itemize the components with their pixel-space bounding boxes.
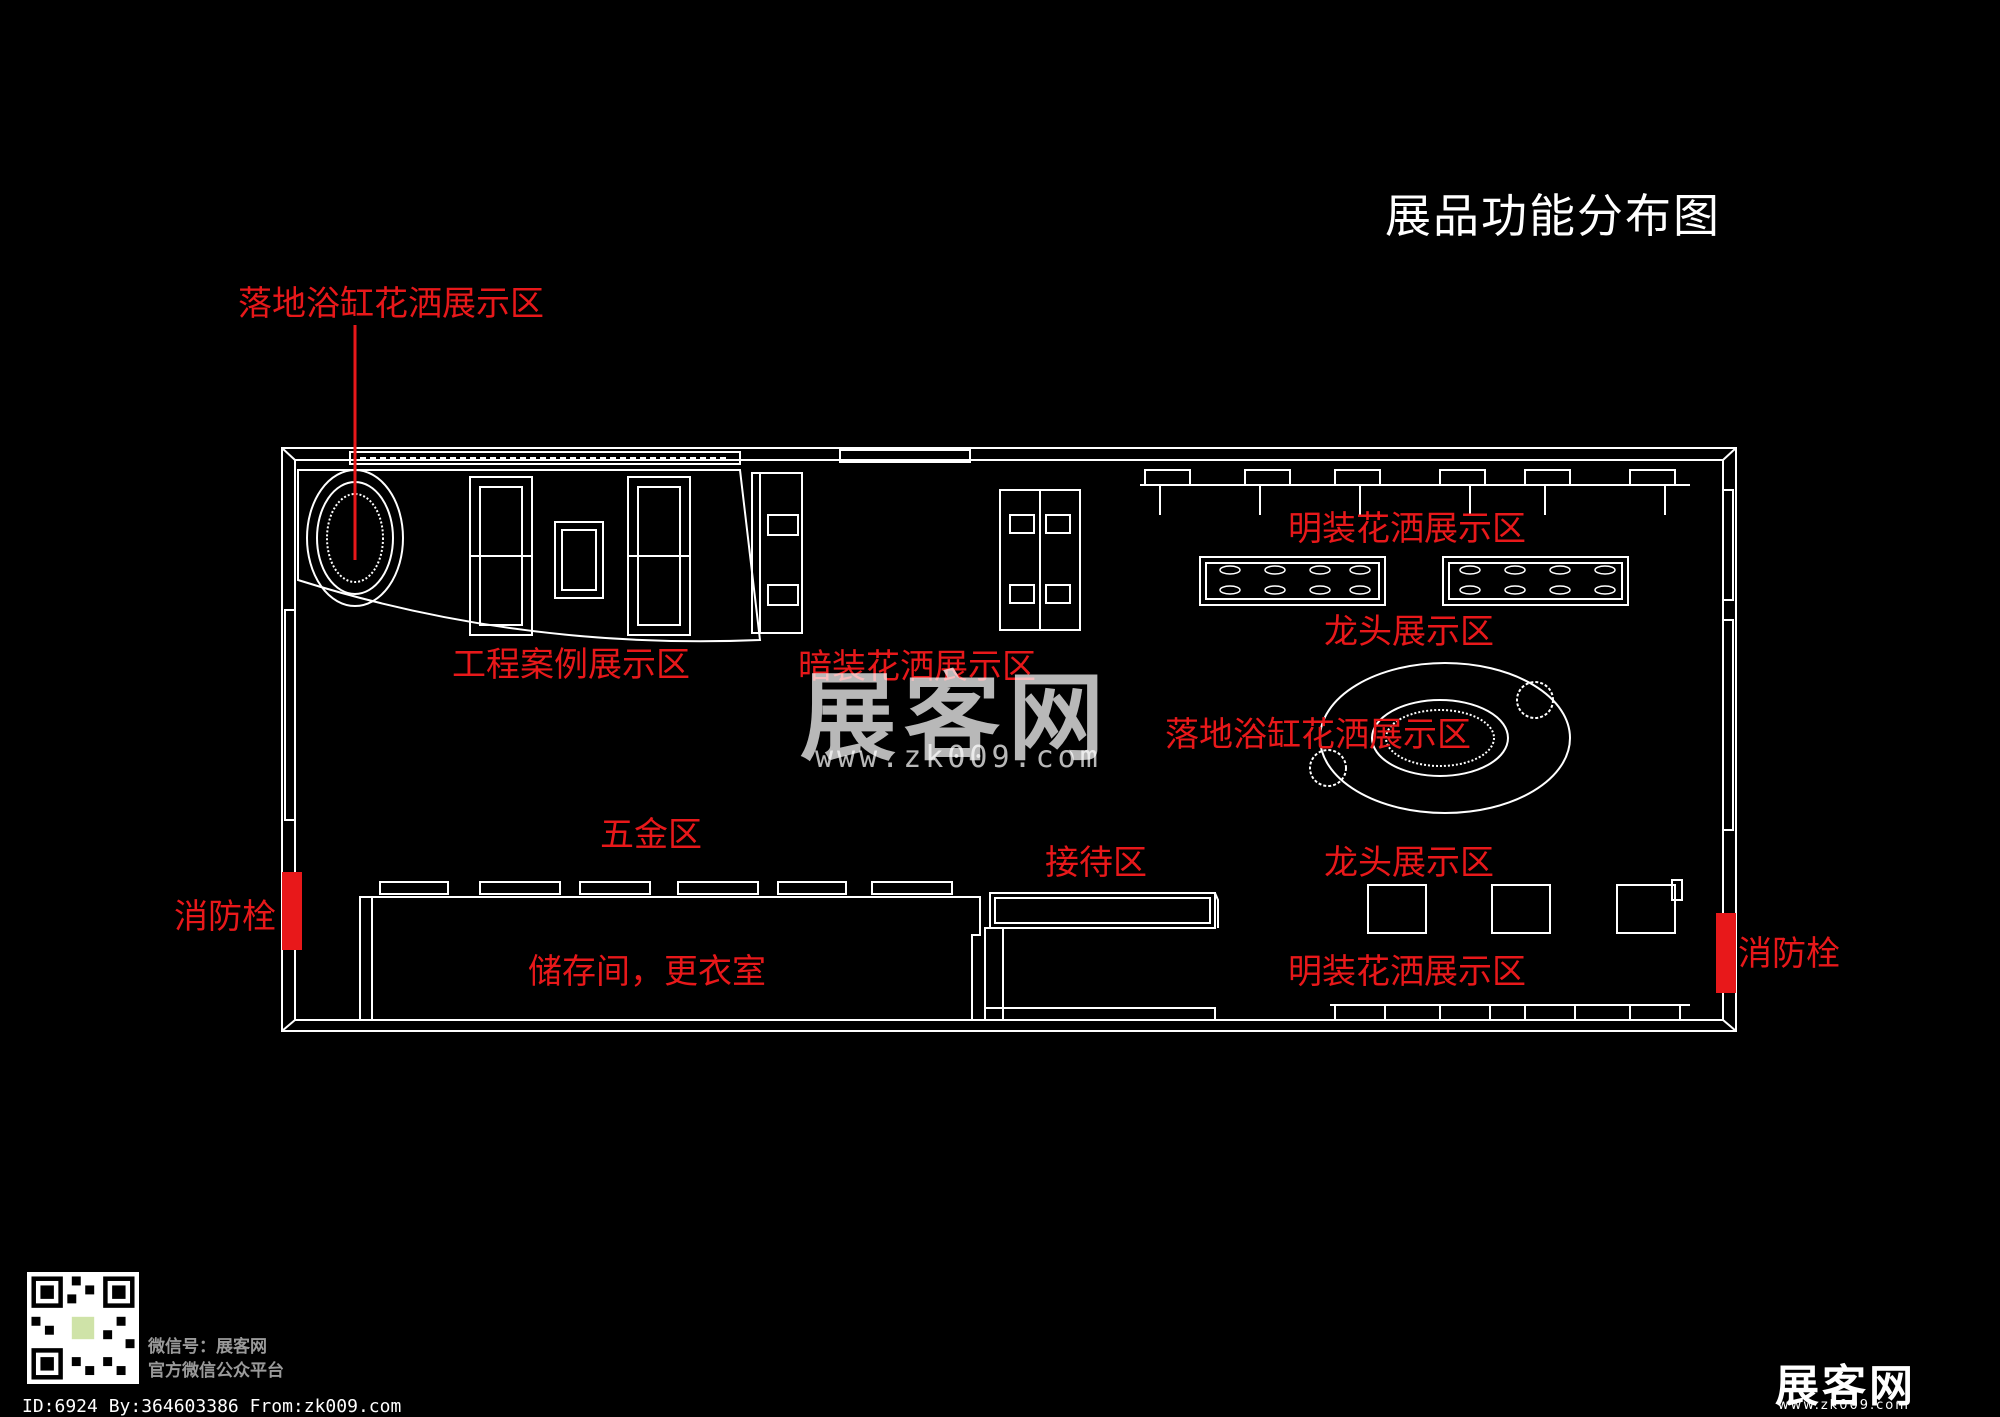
zone-label-concealed-shower: 暗装花洒展示区: [798, 647, 1036, 687]
footer-id-line: ID:6924 By:364603386 From:zk009.com: [22, 1396, 402, 1417]
zone-label-faucet-bottom: 龙头展示区: [1324, 843, 1494, 883]
faucet-counter-4: [1491, 884, 1551, 934]
zone-label-floor-tub-shower-2: 落地浴缸花洒展示区: [1165, 715, 1471, 755]
zone-label-hydrant-right: 消防栓: [1738, 934, 1840, 974]
hardware-basin-3: [579, 881, 651, 895]
faucet-counter-2: [1442, 556, 1629, 606]
zone-label-faucet-top: 龙头展示区: [1324, 612, 1494, 652]
zone-label-hardware: 五金区: [600, 815, 702, 855]
hardware-basin-1: [379, 881, 449, 895]
zone-label-storage: 储存间，更衣室: [528, 952, 766, 992]
hardware-basin-6: [871, 881, 953, 895]
watermark-logo: 展客网: [800, 661, 1112, 774]
coffee-table: [554, 521, 604, 599]
footer-logo: 展客网: [1775, 1361, 1916, 1412]
faucet-counter-5: [1616, 884, 1676, 934]
wechat-id-text: 微信号：展客网: [148, 1337, 267, 1357]
zone-label-hydrant-left: 消防栓: [174, 897, 276, 937]
zone-label-floor-tub-shower-1: 落地浴缸花洒展示区: [238, 284, 544, 324]
page-title: 展品功能分布图: [1385, 189, 1721, 243]
concealed-panel-1: [751, 472, 803, 634]
zone-label-exposed-shower-bottom: 明装花洒展示区: [1288, 952, 1526, 992]
bathtub-2: [1371, 699, 1509, 777]
hardware-basin-2: [479, 881, 561, 895]
hardware-basin-4: [677, 881, 759, 895]
zone-label-reception: 接待区: [1045, 843, 1147, 883]
watermark-url: www.zk009.com: [815, 740, 1102, 775]
platform-text: 官方微信公众平台: [148, 1361, 284, 1381]
zone-label-exposed-shower-top: 明装花洒展示区: [1288, 509, 1526, 549]
faucet-counter-3: [1367, 884, 1427, 934]
qr-code-icon: [27, 1272, 139, 1384]
footer-logo-url: www.zk009.com: [1778, 1398, 1910, 1413]
reception-desk: [989, 892, 1216, 929]
fire-hydrant-left: [282, 872, 302, 950]
storage-room: [359, 896, 981, 1020]
fire-hydrant-right: [1716, 913, 1736, 993]
outer-wall: [281, 447, 1737, 1032]
bathtub-platform: [1319, 662, 1571, 814]
hardware-basin-5: [777, 881, 847, 895]
zone-label-project-case: 工程案例展示区: [452, 645, 690, 685]
faucet-counter-1: [1199, 556, 1386, 606]
